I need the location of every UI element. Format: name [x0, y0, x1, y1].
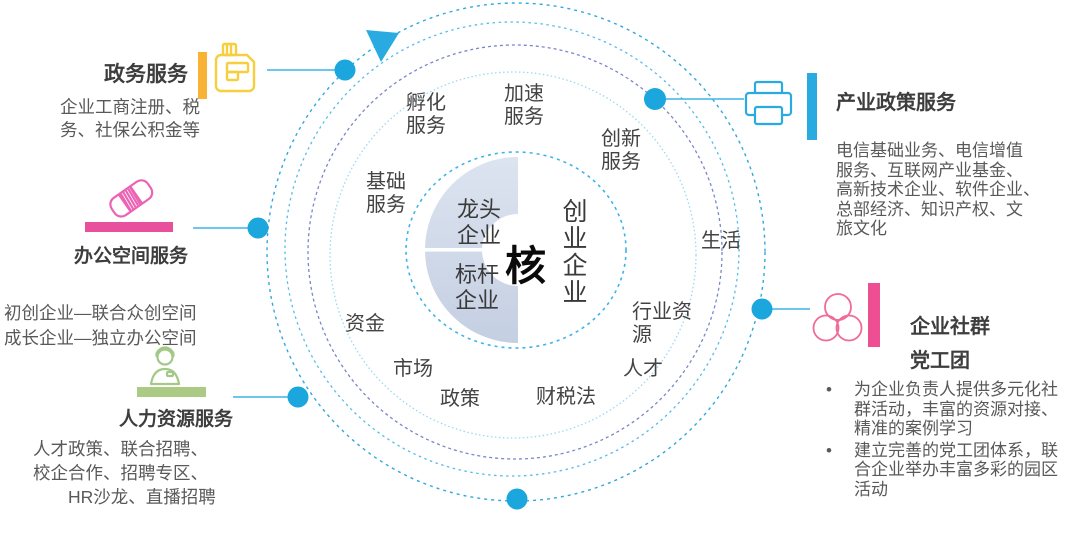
segment-startup-label: 创 业 企 业	[562, 198, 588, 307]
ring-label-industry-resources: 行业资 源	[632, 301, 692, 346]
ring-outer	[266, 2, 766, 502]
government-panel-title: 政务服务	[104, 63, 188, 86]
ring-label-market: 市场	[393, 358, 433, 380]
hr-accent-bar	[137, 387, 206, 397]
core-divider	[421, 248, 518, 252]
venn-circles-icon	[812, 293, 863, 342]
core-label: 核	[505, 243, 546, 289]
printer-icon	[744, 80, 793, 126]
document-icon	[214, 42, 256, 93]
segment-benchmark-label: 标杆 企业	[455, 262, 500, 313]
eraser-icon	[109, 179, 154, 218]
triangle-icon	[366, 30, 399, 62]
policy-accent-bar	[807, 73, 817, 140]
anchor-dot-policy	[644, 88, 666, 110]
segment-leader-label: 龙头 企业	[457, 197, 502, 248]
office-accent-bar	[85, 222, 173, 232]
government-accent-bar	[198, 52, 207, 99]
office-panel-body: 初创企业—联合众创空间 成长企业—独立办公空间	[4, 303, 197, 348]
office-panel-title: 办公空间服务	[74, 246, 189, 267]
ring-label-acceleration: 加速 服务	[504, 83, 544, 128]
ring-label-basic: 基础 服务	[366, 171, 406, 216]
ring-inner-dashed	[405, 151, 627, 349]
core-notch	[482, 214, 554, 286]
hr-panel-body: 人才政策、联合招聘、 校企合作、招聘专区、 HR沙龙、直播招聘	[33, 439, 216, 507]
hr-panel-title: 人力资源服务	[119, 409, 234, 430]
person-headset-icon	[149, 346, 181, 386]
ring-label-policy: 政策	[440, 388, 480, 410]
ring-second	[329, 71, 697, 439]
community-panel-title-line2: 党工团	[910, 350, 970, 372]
ring-label-life: 生活	[701, 230, 741, 252]
anchor-dot-bottom	[506, 488, 528, 510]
ring-fourth	[284, 21, 740, 477]
ring-label-innovation: 创新 服务	[601, 128, 641, 173]
government-panel-body: 企业工商注册、税 务、社保公积金等	[60, 97, 200, 140]
anchor-dot-community	[751, 298, 773, 320]
anchor-dot-office	[247, 217, 269, 239]
ring-label-talent: 人才	[623, 358, 663, 380]
policy-panel-body: 电信基础业务、电信增值 服务、互联网产业基金、 高新技术企业、软件企业、 总部经…	[836, 141, 1040, 238]
community-bullet-list: 为企业负责人提供多元化社群活动，丰富的资源对接、精准的案例学习 建立完善的党工团…	[820, 380, 1068, 501]
anchor-dot-hr	[287, 386, 309, 408]
ring-label-capital: 资金	[345, 313, 385, 335]
community-accent-bar	[868, 283, 880, 347]
ring-label-finance-tax-law: 财税法	[536, 386, 596, 408]
community-bullet-item: 建立完善的党工团体系，联合企业举办丰富多彩的园区活动	[820, 441, 1068, 500]
anchor-dot-government	[334, 59, 356, 81]
community-bullet-item: 为企业负责人提供多元化社群活动，丰富的资源对接、精准的案例学习	[820, 380, 1068, 439]
ring-third	[307, 44, 723, 460]
policy-panel-title: 产业政策服务	[836, 92, 956, 114]
community-panel-title-line1: 企业社群	[910, 316, 990, 338]
ring-label-incubation: 孵化 服务	[406, 92, 446, 137]
